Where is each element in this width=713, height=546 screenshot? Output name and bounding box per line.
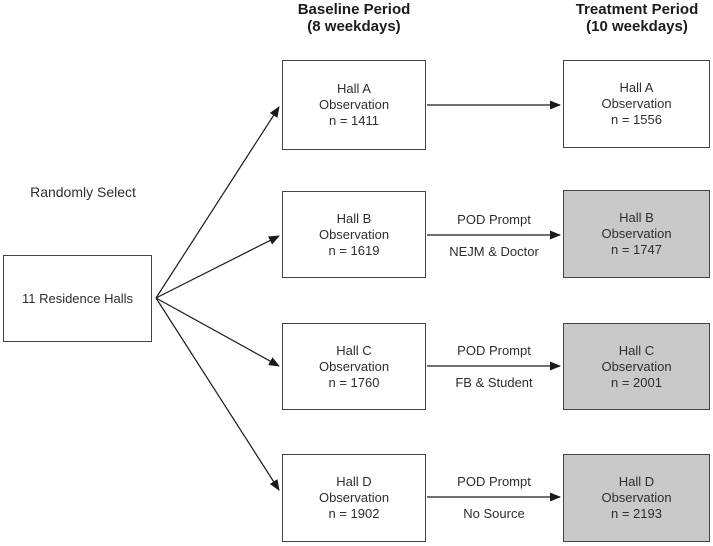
treatment-box-hall-c: Hall C Observation n = 2001 [563,323,710,410]
hall-n-value: n = 1619 [328,242,380,258]
baseline-header-line1: Baseline Period [297,1,411,18]
randomly-select-label: Randomly Select [30,184,136,200]
hall-title: Hall D [336,474,372,489]
hall-title: Hall B [336,210,372,226]
hall-title: Hall C [336,342,372,358]
baseline-box-hall-b: Hall B Observation n = 1619 [282,191,426,278]
treatment-box-hall-a: Hall A Observation n = 1556 [563,60,710,148]
baseline-box-hall-a: Hall A Observation n = 1411 [282,60,426,150]
hall-subtitle: Observation [601,490,672,505]
hall-subtitle: Observation [318,97,390,112]
treatment-box-hall-d: Hall D Observation n = 2193 [563,454,710,542]
treatment-period-header: Treatment Period (10 weekdays) [561,1,713,35]
arrow-label-hall-b-top: POD Prompt [457,212,531,227]
hall-title: Hall C [618,342,655,358]
hall-n-value: n = 1760 [328,374,380,390]
baseline-box-hall-d: Hall D Observation n = 1902 [282,454,426,542]
hall-subtitle: Observation [601,358,672,374]
hall-subtitle: Observation [601,226,672,241]
arrow-label-hall-b-bottom: NEJM & Doctor [449,244,539,259]
hall-n-value: n = 1902 [328,506,380,521]
treatment-header-line2: (10 weekdays) [586,18,688,35]
hall-title: Hall A [619,80,654,95]
hall-n-value: n = 1411 [328,113,379,128]
arrow-label-hall-d-bottom: No Source [463,506,525,521]
hall-n-value: n = 2193 [611,506,662,521]
hall-subtitle: Observation [318,226,390,242]
baseline-box-hall-c: Hall C Observation n = 1760 [282,323,426,410]
hall-n-value: n = 1747 [611,242,662,257]
baseline-header-line2: (8 weekdays) [307,18,401,35]
fan-arrow-to-hall-a [155,106,280,299]
residence-halls-label: 11 Residence Halls [21,290,134,306]
treatment-box-hall-b: Hall B Observation n = 1747 [563,190,710,278]
hall-subtitle: Observation [601,96,672,111]
hall-subtitle: Observation [318,490,390,505]
hall-title: Hall D [618,474,655,489]
hall-n-value: n = 1556 [611,112,662,127]
hall-title: Hall B [619,210,654,225]
residence-halls-box: 11 Residence Halls [3,255,152,342]
fan-arrow-to-hall-d [155,297,280,491]
fan-arrow-to-hall-b [155,235,280,299]
fan-arrow-to-hall-c [155,297,280,367]
hall-n-value: n = 2001 [611,374,662,390]
hall-title: Hall A [337,81,371,96]
baseline-period-header: Baseline Period (8 weekdays) [282,1,426,35]
hall-subtitle: Observation [318,358,390,374]
arrow-label-hall-d-top: POD Prompt [457,474,531,489]
arrow-label-hall-c-top: POD Prompt [457,343,531,358]
arrow-label-hall-c-bottom: FB & Student [455,375,533,390]
treatment-header-line1: Treatment Period [575,1,699,18]
